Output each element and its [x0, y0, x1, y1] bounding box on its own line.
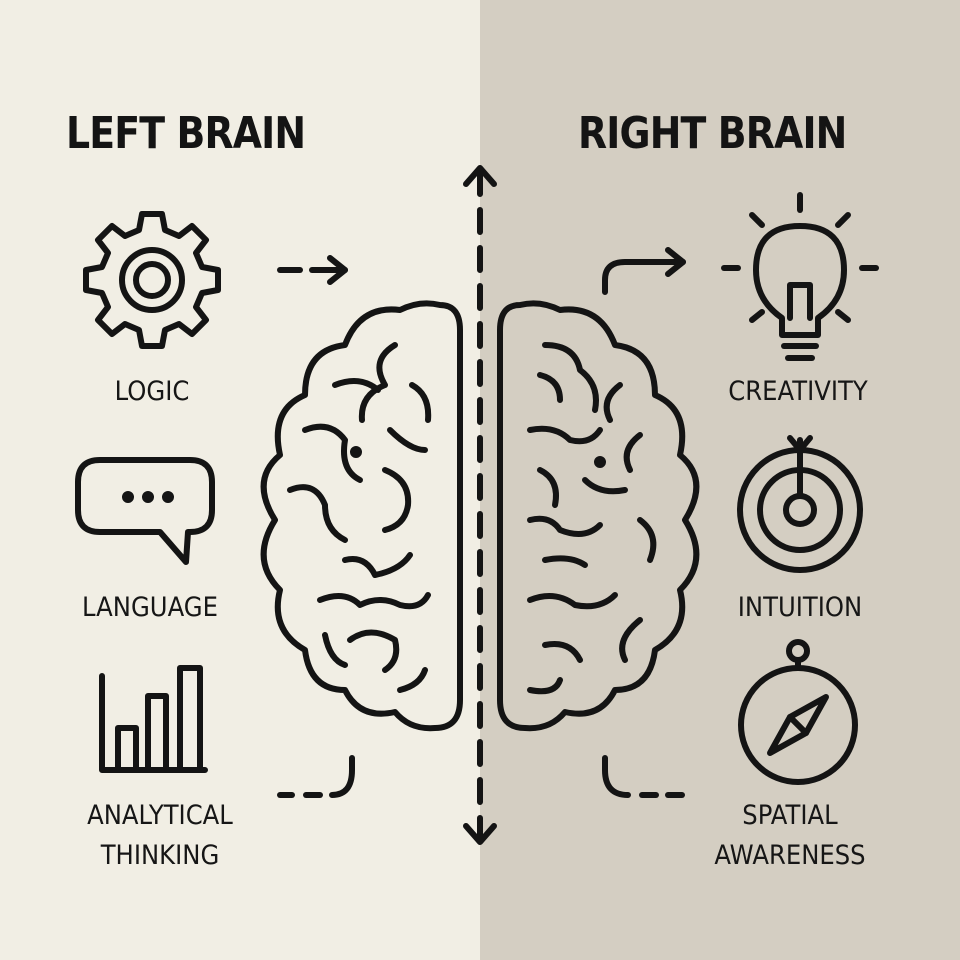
awareness-label: AWARENESS: [714, 840, 866, 871]
gear-icon: [83, 211, 221, 349]
spatial-label: SPATIAL: [742, 800, 838, 831]
right-brain-title: RIGHT BRAIN: [578, 108, 847, 159]
language-label: LANGUAGE: [82, 592, 218, 623]
target-icon: [737, 435, 863, 573]
speech-bubble-icon: [75, 457, 215, 565]
dashed-connector-bottom-left: [277, 755, 355, 798]
left-brain-title: LEFT BRAIN: [66, 108, 306, 159]
bar-chart-icon: [99, 665, 208, 773]
intuition-label: INTUITION: [737, 592, 863, 623]
left-brain-hemisphere: [260, 300, 463, 732]
analytical-label: ANALYTICAL: [87, 800, 233, 831]
compass-icon: [738, 639, 858, 785]
creativity-label: CREATIVITY: [728, 376, 868, 407]
dashed-arrow-top-left: [277, 255, 348, 285]
curved-arrow-top-right: [602, 247, 686, 295]
lightbulb-icon: [721, 192, 879, 361]
right-brain-hemisphere: [497, 300, 700, 732]
dashed-connector-bottom-right: [602, 755, 685, 798]
vertical-divider-arrow: [463, 165, 497, 845]
thinking-label: THINKING: [100, 840, 220, 871]
right-panel: [480, 0, 960, 960]
logic-label: LOGIC: [114, 376, 190, 407]
